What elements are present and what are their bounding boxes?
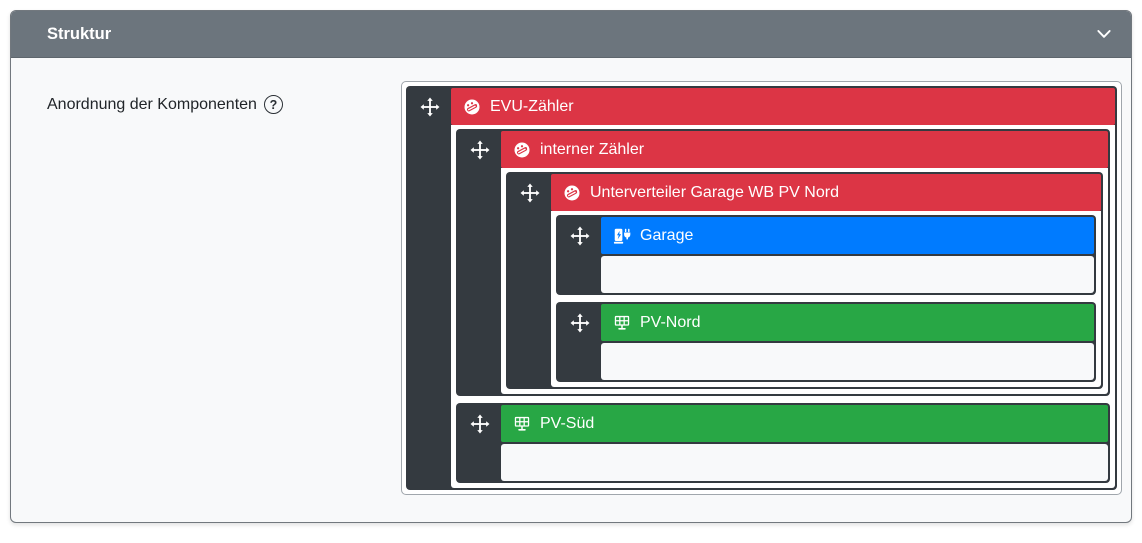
move-icon	[470, 140, 490, 160]
form-label-text: Anordnung der Komponenten	[47, 95, 257, 113]
empty-drop-zone[interactable]	[601, 343, 1094, 380]
gauge-icon	[463, 98, 481, 116]
move-icon	[570, 226, 590, 246]
component-label: EVU-Zähler	[490, 97, 574, 115]
panel-body: Anordnung der Komponenten ? EVU-Zähler in…	[11, 58, 1131, 521]
component-label: Unterverteiler Garage WB PV Nord	[590, 183, 839, 201]
node-content: PV-Nord	[601, 304, 1094, 380]
component-bar: Garage	[601, 217, 1094, 254]
component-bar: PV-Süd	[501, 405, 1108, 442]
form-label-row: Anordnung der Komponenten ?	[47, 81, 401, 114]
solar-panel-icon	[513, 415, 531, 433]
component-label: PV-Süd	[540, 414, 595, 432]
panel-title: Struktur	[47, 24, 112, 43]
component-node: PV-Süd	[456, 403, 1110, 483]
node-content: PV-Süd	[501, 405, 1108, 481]
help-icon[interactable]: ?	[263, 95, 283, 114]
move-icon	[470, 414, 490, 434]
empty-drop-zone[interactable]	[501, 444, 1108, 481]
component-node: PV-Nord	[556, 302, 1096, 382]
solar-panel-icon	[613, 314, 631, 332]
struktur-panel: Struktur Anordnung der Komponenten ? EVU…	[10, 10, 1132, 523]
move-icon	[520, 183, 540, 203]
move-icon	[420, 97, 440, 117]
component-label: interner Zähler	[540, 140, 645, 158]
component-node: Garage	[556, 215, 1096, 295]
chevron-down-icon[interactable]	[1095, 25, 1113, 43]
drag-handle[interactable]	[408, 88, 451, 488]
component-bar: interner Zähler	[501, 131, 1108, 168]
gauge-icon	[513, 141, 531, 159]
node-content: Garage	[601, 217, 1094, 293]
charging-station-icon	[613, 227, 631, 245]
drag-handle[interactable]	[558, 304, 601, 380]
empty-drop-zone[interactable]	[601, 256, 1094, 293]
component-bar: PV-Nord	[601, 304, 1094, 341]
component-bar: Unterverteiler Garage WB PV Nord	[551, 174, 1101, 211]
drag-handle[interactable]	[458, 405, 501, 481]
component-label: Garage	[640, 226, 694, 244]
component-bar: EVU-Zähler	[451, 88, 1115, 125]
component-label: PV-Nord	[640, 313, 701, 331]
move-icon	[570, 313, 590, 333]
drag-handle[interactable]	[458, 131, 501, 394]
drag-handle[interactable]	[558, 217, 601, 293]
gauge-icon	[563, 184, 581, 202]
drag-handle[interactable]	[508, 174, 551, 387]
panel-header[interactable]: Struktur	[11, 11, 1131, 58]
